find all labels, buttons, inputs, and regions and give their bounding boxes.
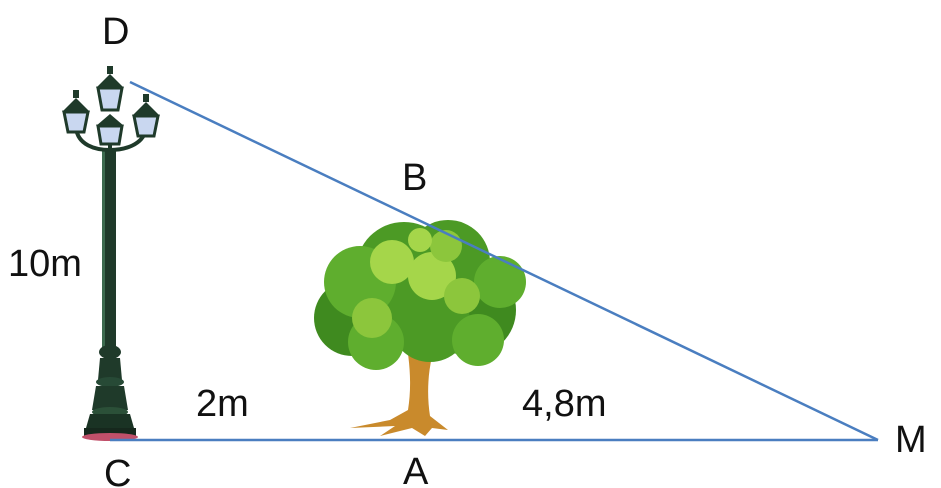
- point-label-a: A: [403, 451, 429, 488]
- distance-am-label: 4,8m: [522, 383, 606, 425]
- point-label-d: D: [102, 11, 129, 53]
- line-dm: [129, 80, 879, 442]
- tree-icon: [314, 220, 526, 436]
- point-label-m: M: [895, 419, 927, 461]
- distance-ca-label: 2m: [196, 383, 249, 425]
- point-label-b: B: [402, 157, 427, 199]
- pole-height-label: 10m: [8, 243, 82, 285]
- point-label-c: C: [104, 453, 131, 488]
- triangle-lines: [110, 80, 879, 442]
